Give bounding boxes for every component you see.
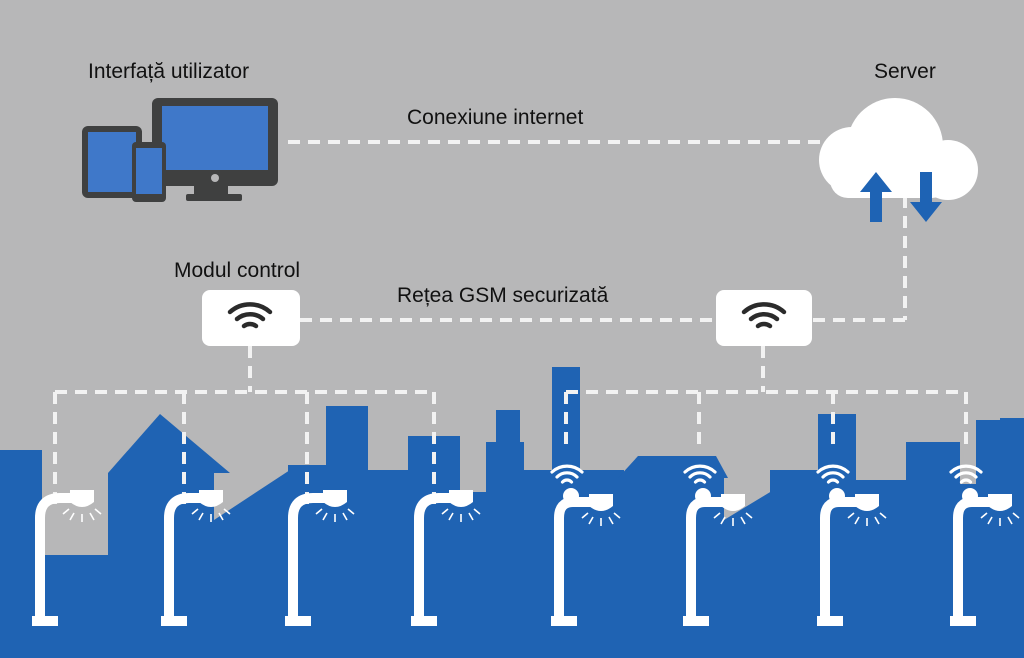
devices-icon xyxy=(82,98,278,202)
internet-connection-label: Conexiune internet xyxy=(407,106,584,129)
control-module-right xyxy=(716,290,812,346)
sync-arrows-icon xyxy=(860,172,942,222)
control-module-label: Modul control xyxy=(174,259,301,282)
connection-lines xyxy=(53,140,968,512)
control-module-left xyxy=(202,290,300,346)
city-skyline xyxy=(0,367,1024,658)
user-interface-label: Interfață utilizator xyxy=(88,60,250,83)
cloud-icon xyxy=(819,98,978,200)
server-label: Server xyxy=(874,60,936,83)
gsm-network-label: Rețea GSM securizată xyxy=(397,284,609,307)
